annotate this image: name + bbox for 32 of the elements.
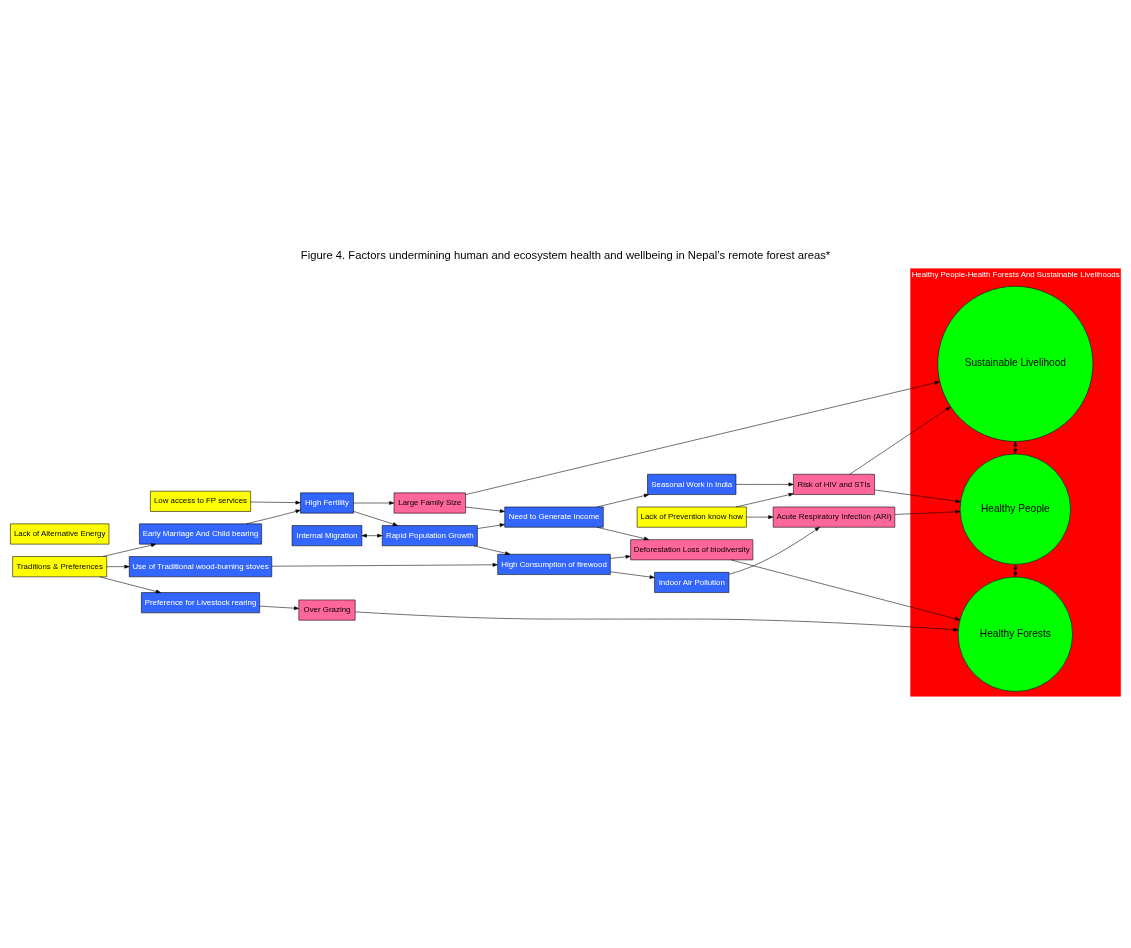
arrow: [354, 611, 959, 632]
arrow: [610, 571, 655, 579]
arrow: [610, 554, 631, 559]
arrow: [735, 492, 794, 508]
arrow: [596, 526, 649, 541]
arrow: [894, 509, 961, 515]
arrow: [465, 506, 505, 513]
arrow: [245, 509, 301, 525]
arrow: [730, 559, 961, 621]
arrow: [728, 526, 820, 575]
arrow: [271, 562, 498, 567]
arrow: [477, 523, 505, 529]
diagram-title: Figure 4. Factors undermining human and ecosystem health and wellbeing in Nepal’s remote forest areas*: [300, 248, 831, 261]
arrow: [596, 493, 649, 508]
arrow: [361, 533, 383, 538]
arrow: [106, 564, 130, 569]
node-circle: Healthy Forests: [957, 576, 1073, 692]
arrow: [473, 545, 511, 556]
node-circle: Sustainable Livelihood: [937, 285, 1094, 442]
arrow: [1013, 441, 1018, 454]
arrow: [353, 511, 398, 526]
arrow: [99, 576, 161, 594]
arrow: [849, 406, 951, 475]
arrow: [259, 605, 300, 610]
node-circle: Healthy People: [959, 453, 1071, 565]
arrow: [746, 515, 774, 519]
arrow: [102, 543, 157, 557]
arrow: [1013, 564, 1018, 578]
arrow: [735, 482, 794, 487]
arrow: [353, 501, 395, 505]
arrow: [874, 489, 961, 503]
arrow: [250, 500, 301, 505]
